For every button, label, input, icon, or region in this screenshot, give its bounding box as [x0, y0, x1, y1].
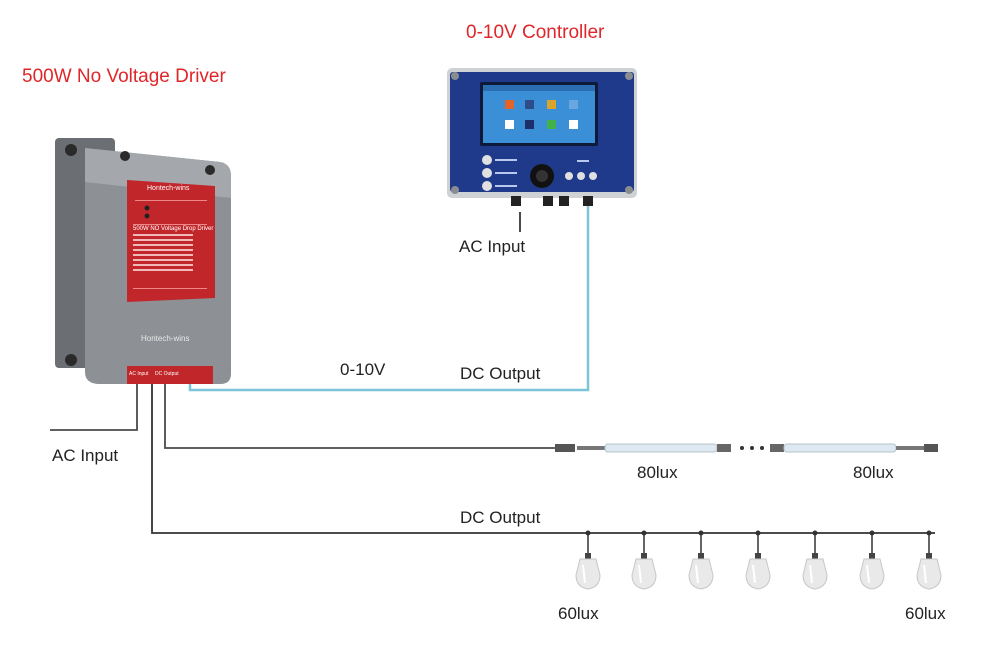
- driver-port-ac: AC Input: [129, 371, 149, 377]
- bulb: [575, 532, 601, 590]
- light-strip-left: [555, 443, 731, 453]
- strip-feed-wire: [164, 382, 560, 449]
- driver-title: 500W No Voltage Driver: [22, 66, 226, 87]
- strip-lux-left: 80lux: [637, 463, 678, 482]
- signal-wire: [188, 205, 590, 392]
- driver-ac-input-label: AC Input: [52, 446, 119, 465]
- strip-ellipsis: [740, 446, 764, 450]
- driver-port-dc: DC Output: [155, 371, 179, 377]
- controller-ac-input-label: AC Input: [459, 237, 526, 256]
- bulb: [745, 532, 771, 590]
- light-strip-right: [770, 443, 938, 453]
- bulbs-dc-output-label: DC Output: [460, 508, 541, 527]
- driver-brand: Hontech-wins: [147, 185, 190, 192]
- bulb-lux-right: 60lux: [905, 604, 946, 623]
- controller-title: 0-10V Controller: [466, 22, 605, 43]
- bulb: [859, 532, 885, 590]
- driver-device: Hontech-wins 500W NO Voltage Drop Driver…: [55, 138, 233, 388]
- pendant-bulbs: [575, 530, 942, 590]
- bulb: [802, 532, 828, 590]
- driver-bottom-brand: Hontech-wins: [141, 334, 190, 343]
- bulb: [916, 532, 942, 590]
- strip-lux-right: 80lux: [853, 463, 894, 482]
- driver-ac-wire: [50, 382, 138, 431]
- controller-dc-output-label: DC Output: [460, 364, 541, 383]
- bulb: [688, 532, 714, 590]
- bulb-lux-left: 60lux: [558, 604, 599, 623]
- driver-model: 500W NO Voltage Drop Driver: [133, 226, 214, 232]
- bulb: [631, 532, 657, 590]
- bulb-feed-wire: [151, 382, 935, 534]
- controller-device: [447, 68, 637, 208]
- signal-label: 0-10V: [340, 360, 386, 379]
